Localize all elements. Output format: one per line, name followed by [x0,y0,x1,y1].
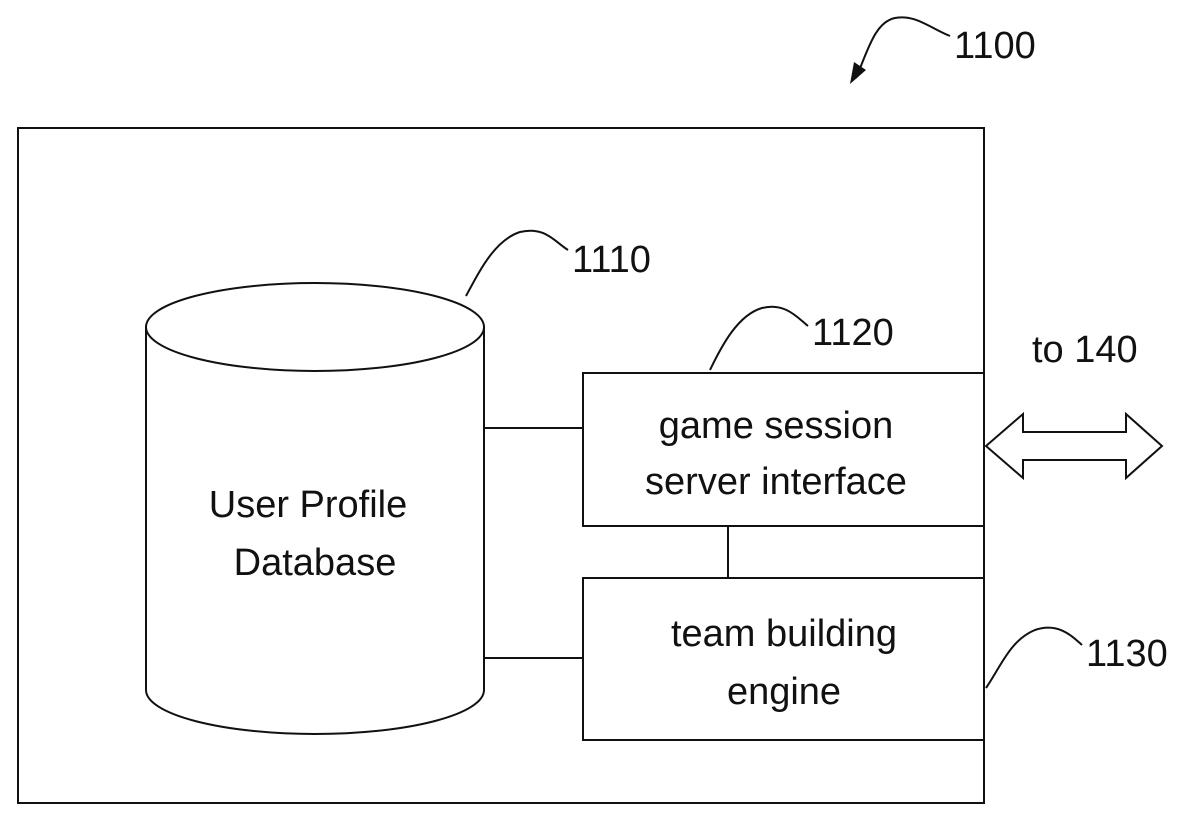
system-reference: 1100 [850,17,1036,84]
database-cylinder-top [146,283,484,371]
database-label-line2: Database [234,542,397,584]
system-leader-line [856,17,950,78]
server-interface-box [583,373,984,526]
team-engine-ref-label: 1130 [1086,633,1168,675]
user-profile-database: User Profile Database [146,283,484,734]
server-interface-label-line1: game session [659,405,893,447]
server-interface-block: game session server interface [583,373,984,526]
system-ref-label: 1100 [954,25,1036,67]
team-engine-block: team building engine [583,578,984,740]
server-interface-ref-label: 1120 [812,312,894,354]
team-engine-box [583,578,984,740]
team-engine-leader-line [986,628,1082,688]
server-interface-label-line2: server interface [645,461,907,503]
database-cylinder-body [146,327,484,734]
bidirectional-arrow-icon [986,414,1162,478]
team-engine-label-line1: team building [671,613,897,655]
external-link: to 140 [986,329,1162,478]
team-engine-label-line2: engine [727,671,841,713]
database-ref-label: 1110 [572,239,651,281]
team-engine-reference: 1130 [986,628,1168,688]
database-label-line1: User Profile [209,484,408,526]
external-link-label: to 140 [1032,329,1138,371]
system-leader-arrowhead [850,62,866,84]
